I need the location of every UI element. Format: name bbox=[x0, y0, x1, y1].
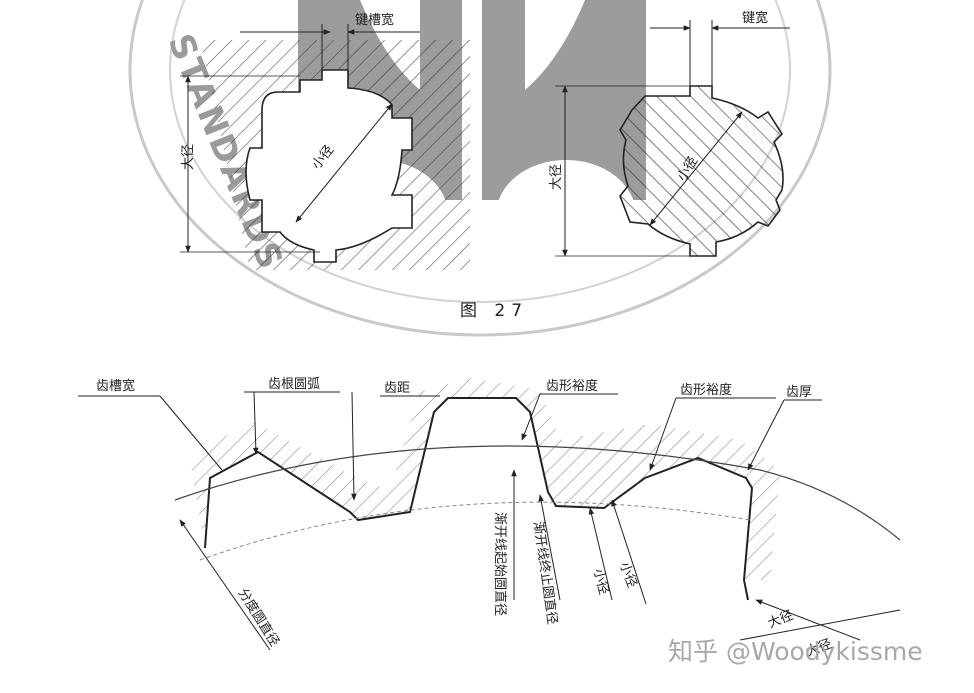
key-slot-width-label: 键槽宽 bbox=[355, 12, 394, 28]
form-clearance-right-label: 齿形裕度 bbox=[680, 382, 732, 398]
major-diameter-a-label: 大径 bbox=[766, 608, 796, 632]
form-clearance-mid-label: 齿形裕度 bbox=[546, 378, 598, 394]
internal-spline-section: 键槽宽 大径 小径 bbox=[180, 12, 470, 270]
author-credit: 知乎 @Woodykissme bbox=[668, 637, 923, 666]
involute-end-diameter-label: 渐开线终止圆直径 bbox=[530, 520, 560, 625]
involute-start-diameter-label: 渐开线起始圆直径 bbox=[492, 512, 507, 616]
external-spline-section: 键宽 大径 小径 bbox=[549, 10, 790, 257]
major-left-label: 大径 bbox=[181, 144, 196, 170]
gear-tooth-profile: 齿槽宽 齿根圆弧 齿距 齿形裕度 齿形裕度 齿厚 分度圆直径 渐开线起始圆直径 … bbox=[78, 372, 901, 660]
root-fillet-label: 齿根圆弧 bbox=[268, 377, 320, 392]
tooth-pitch-label: 齿距 bbox=[384, 381, 410, 396]
minor-diameter-b-label: 小径 bbox=[616, 560, 639, 590]
minor-diameter-a-label: 小径 bbox=[590, 567, 611, 596]
tooth-space-width-label: 齿槽宽 bbox=[96, 378, 135, 394]
pitch-circle-diameter-label: 分度圆直径 bbox=[235, 586, 283, 650]
tooth-thickness-label: 齿厚 bbox=[786, 385, 812, 400]
key-width-label: 键宽 bbox=[742, 10, 768, 26]
figure-caption: 图 27 bbox=[460, 301, 528, 321]
major-diameter-label: 大径 bbox=[549, 164, 564, 190]
